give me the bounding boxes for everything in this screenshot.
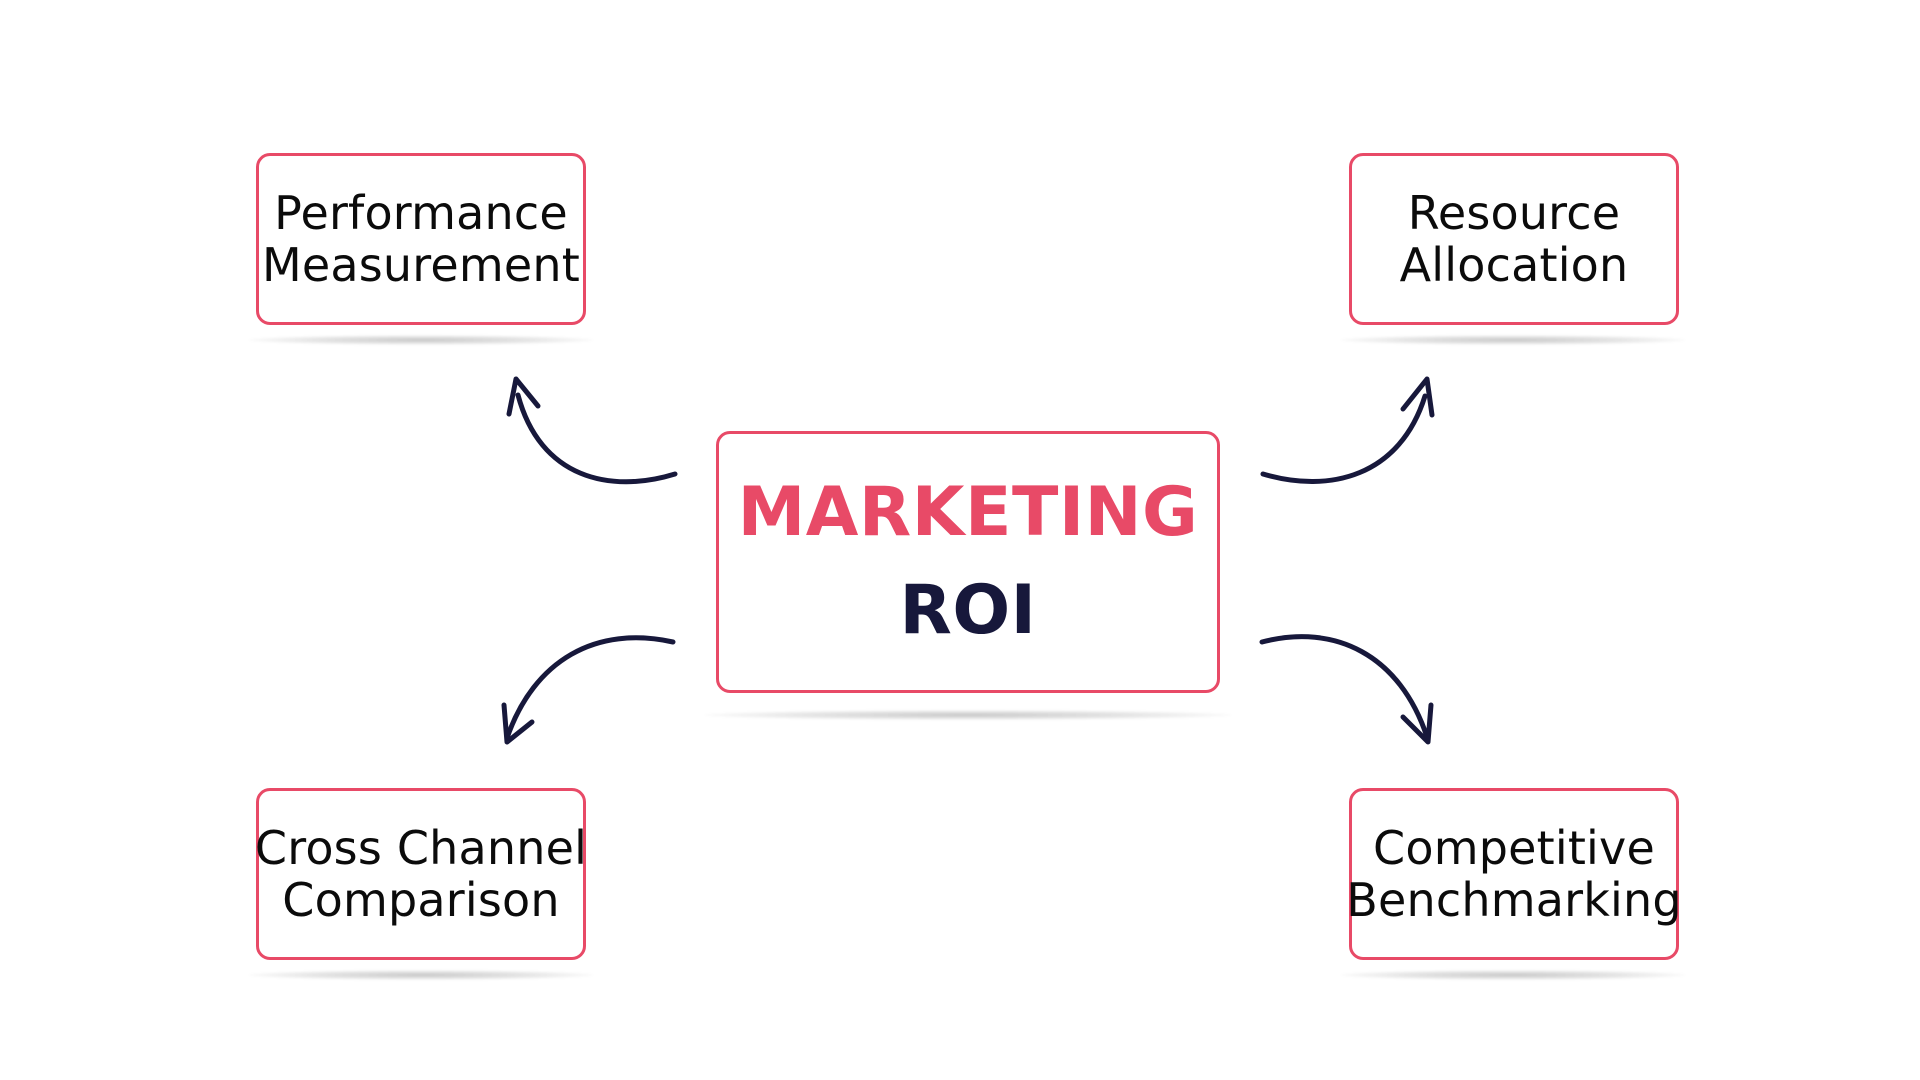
node-competitive-benchmarking: Competitive Benchmarking bbox=[1346, 788, 1682, 960]
node-resource-allocation-line1: Resource bbox=[1407, 186, 1621, 240]
arrow-to-cross-channel-comparison-head bbox=[501, 702, 535, 745]
node-resource-allocation-line2: Allocation bbox=[1399, 238, 1629, 292]
node-cross-channel-comparison-line1: Cross Channel bbox=[254, 821, 588, 875]
center-title-roi: ROI bbox=[899, 571, 1037, 650]
node-performance-measurement-line2: Measurement bbox=[261, 238, 580, 292]
arrow-to-cross-channel-comparison-line bbox=[504, 635, 676, 741]
competitive-benchmarking-shadow bbox=[1340, 970, 1686, 980]
performance-measurement-shadow bbox=[248, 335, 594, 345]
node-competitive-benchmarking-line2: Benchmarking bbox=[1346, 873, 1682, 927]
node-competitive-benchmarking-line1: Competitive bbox=[1373, 821, 1655, 875]
arrow-to-cross-channel-comparison bbox=[501, 635, 676, 745]
node-resource-allocation: Resource Allocation bbox=[1349, 153, 1679, 325]
node-performance-measurement: Performance Measurement bbox=[256, 153, 586, 325]
arrow-to-resource-allocation bbox=[1260, 376, 1435, 484]
node-cross-channel-comparison: Cross Channel Comparison bbox=[254, 788, 588, 960]
resource-allocation-shadow bbox=[1340, 335, 1686, 345]
node-performance-measurement-line1: Performance bbox=[274, 186, 568, 240]
center-box-marketing-roi: MARKETING ROI bbox=[716, 431, 1220, 693]
arrow-to-competitive-benchmarking bbox=[1259, 634, 1434, 745]
arrow-to-competitive-benchmarking-head bbox=[1400, 702, 1434, 745]
center-title-marketing: MARKETING bbox=[737, 473, 1199, 552]
arrow-to-resource-allocation-line bbox=[1260, 393, 1428, 484]
node-cross-channel-comparison-line2: Comparison bbox=[282, 873, 560, 927]
center-box-shadow bbox=[704, 710, 1232, 720]
arrow-to-performance-measurement-line bbox=[515, 392, 678, 485]
arrow-to-performance-measurement-head bbox=[506, 376, 541, 417]
arrow-to-performance-measurement bbox=[506, 376, 678, 485]
arrow-to-resource-allocation-head bbox=[1400, 376, 1435, 418]
arrow-to-competitive-benchmarking-line bbox=[1259, 634, 1430, 740]
cross-channel-comparison-shadow bbox=[248, 970, 594, 980]
